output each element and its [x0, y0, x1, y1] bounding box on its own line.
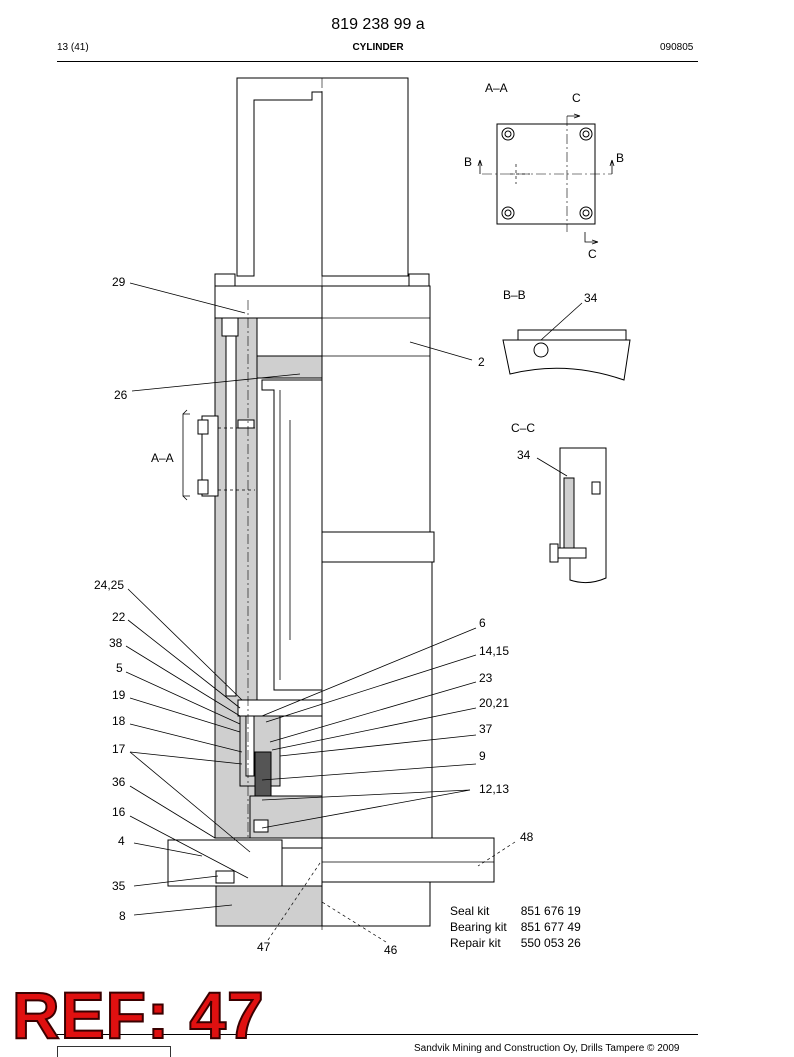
- ref-stamp: REF: 47: [11, 978, 265, 1052]
- company-logo: [57, 1046, 171, 1057]
- view-label-bb: B–B: [503, 288, 526, 302]
- barrel-upper: [321, 285, 431, 533]
- callout-8: 8: [119, 909, 126, 923]
- callout-46: 46: [384, 943, 398, 957]
- callout-22: 22: [112, 610, 126, 624]
- callout-19: 19: [112, 688, 126, 702]
- kit-row: Repair kit 550 053 26: [450, 935, 595, 951]
- callout-9: 9: [479, 749, 486, 763]
- view-label-aa-side: A–A: [151, 451, 174, 465]
- callout-35: 35: [112, 879, 126, 893]
- callout-16: 16: [112, 805, 126, 819]
- callout-38: 38: [109, 636, 123, 650]
- footer-rule: [57, 1034, 698, 1035]
- kit-list: Seal kit 851 676 19 Bearing kit 851 677 …: [450, 903, 595, 951]
- callout-34-cc: 34: [517, 448, 531, 462]
- callout-24-25: 24,25: [94, 578, 124, 592]
- callout-5: 5: [116, 661, 123, 675]
- view-label-aa: A–A: [485, 81, 508, 95]
- kit-number: 851 677 49: [520, 920, 581, 934]
- callout-18: 18: [112, 714, 126, 728]
- document-number: 819 238 99 a: [331, 16, 425, 33]
- callout-48: 48: [520, 830, 534, 844]
- callout-29: 29: [112, 275, 126, 289]
- document-date: 090805: [660, 42, 694, 53]
- marker-c-top: C: [572, 91, 581, 105]
- callout-23: 23: [479, 671, 493, 685]
- callout-6: 6: [479, 616, 486, 630]
- section-title: CYLINDER: [352, 42, 404, 53]
- kit-row: Bearing kit 851 677 49: [450, 919, 595, 935]
- callout-34-bb: 34: [584, 291, 598, 305]
- marker-c-bottom: C: [588, 247, 597, 261]
- lower-rod: [321, 837, 495, 883]
- callout-17: 17: [112, 742, 126, 756]
- kit-number: 550 053 26: [520, 936, 581, 950]
- callout-37: 37: [479, 722, 493, 736]
- footer-copyright: Sandvik Mining and Construction Oy, Dril…: [414, 1043, 680, 1054]
- kit-number: 851 676 19: [520, 904, 581, 918]
- callout-12-13: 12,13: [479, 782, 509, 796]
- view-label-cc: C–C: [511, 421, 535, 435]
- callout-36: 36: [112, 775, 126, 789]
- callout-26: 26: [114, 388, 128, 402]
- callout-47: 47: [257, 940, 271, 954]
- marker-b-left: B: [464, 155, 472, 169]
- marker-b-right: B: [616, 151, 624, 165]
- callout-20-21: 20,21: [479, 696, 509, 710]
- kit-name: Repair kit: [450, 936, 501, 950]
- callout-2: 2: [478, 355, 485, 369]
- kit-name: Seal kit: [450, 904, 490, 918]
- page-number: 13 (41): [57, 42, 89, 53]
- callout-4: 4: [118, 834, 125, 848]
- kit-row: Seal kit 851 676 19: [450, 903, 595, 919]
- callout-14-15: 14,15: [479, 644, 509, 658]
- header-rule: [57, 61, 698, 62]
- kit-name: Bearing kit: [450, 920, 507, 934]
